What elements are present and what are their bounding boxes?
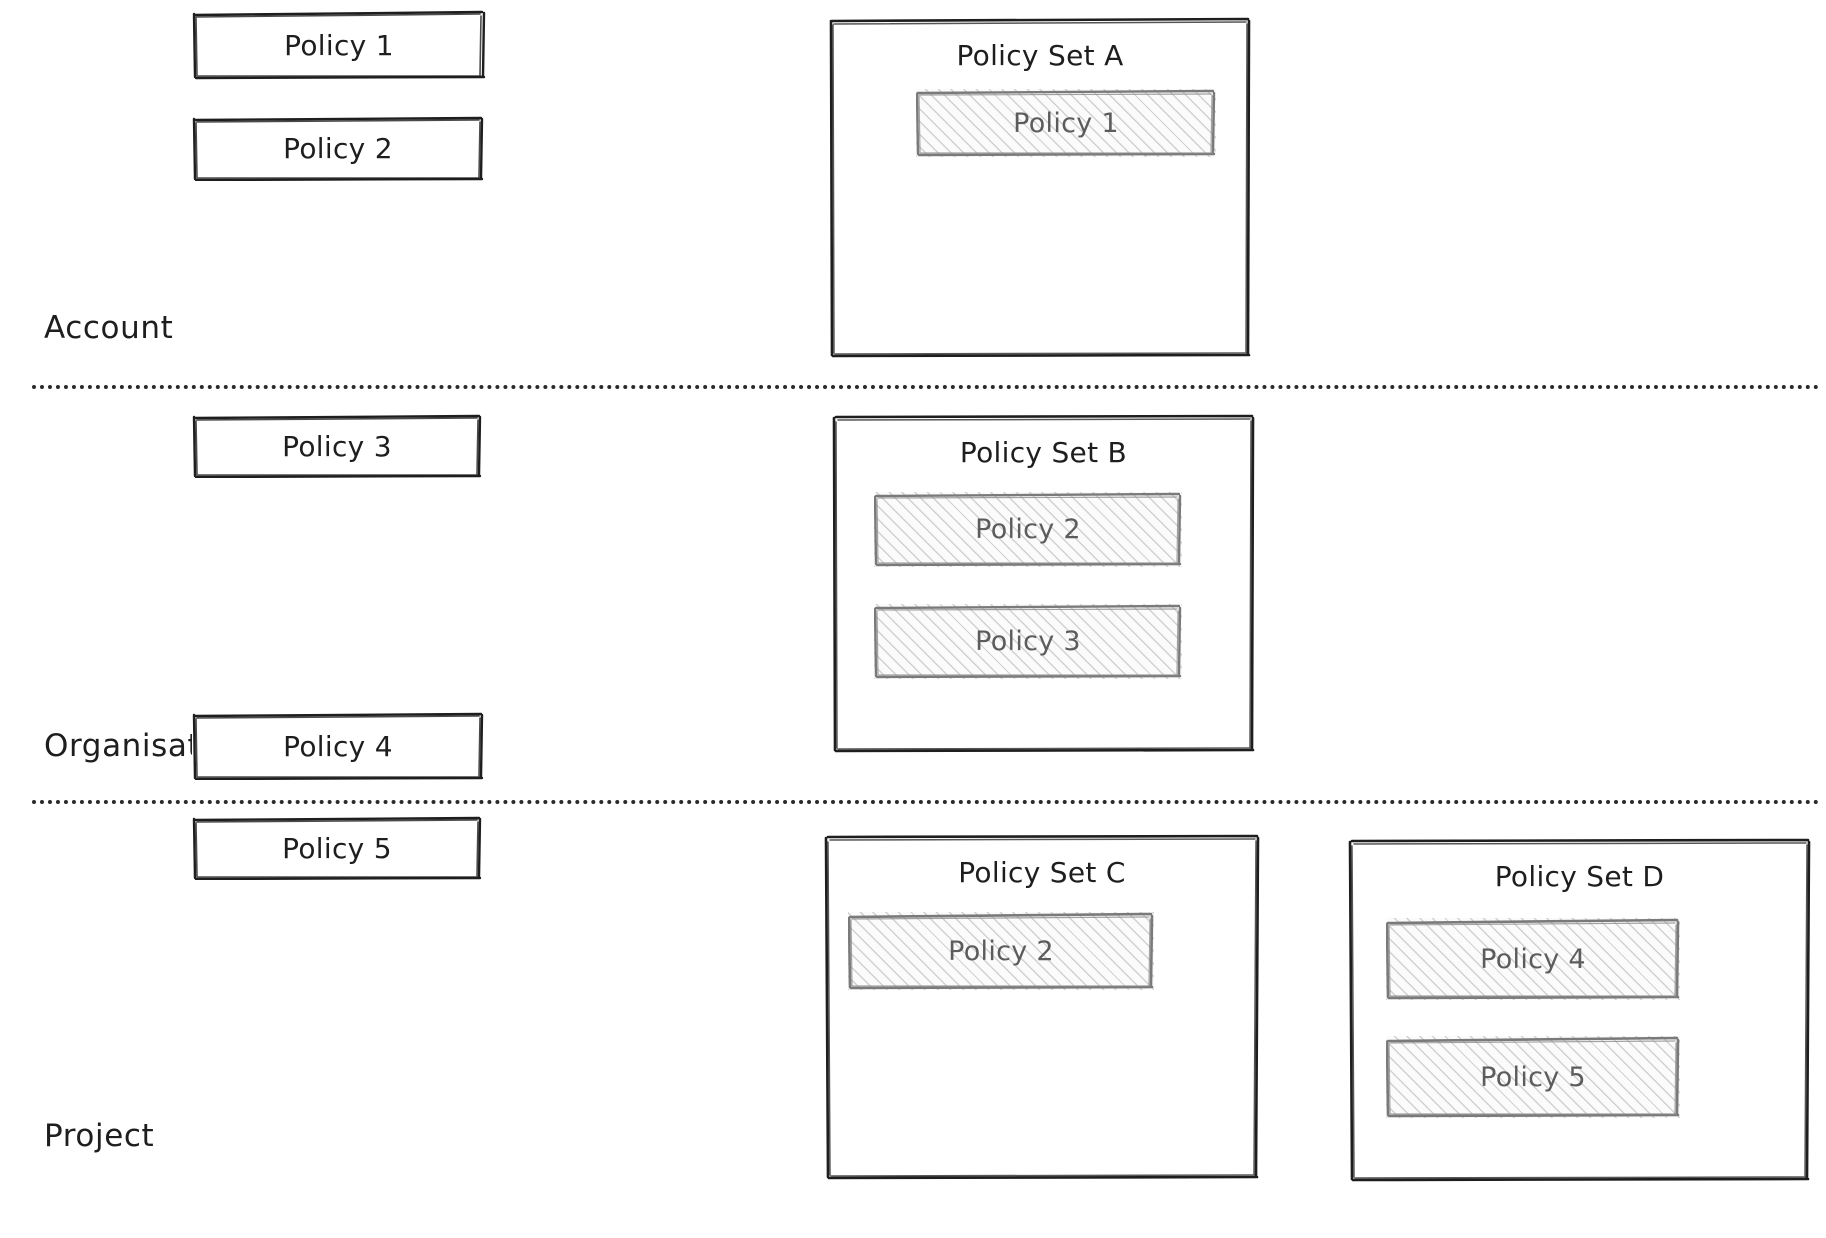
policy-set-d[interactable]: Policy Set D Policy 4 Policy 5 [1348, 838, 1811, 1182]
policy-box-policy-5[interactable]: Policy 5 [192, 816, 482, 880]
policy-chip-label: Policy 4 [1480, 943, 1586, 975]
policy-set-title: Policy Set C [958, 856, 1126, 889]
policy-box-label: Policy 3 [282, 429, 392, 463]
policy-set-title: Policy Set D [1494, 860, 1665, 893]
divider-organisation-project [32, 800, 1820, 804]
policy-box-label: Policy 2 [283, 132, 393, 165]
policy-box-policy-2[interactable]: Policy 2 [192, 116, 484, 181]
policy-set-a[interactable]: Policy Set A Policy 1 [829, 17, 1251, 358]
policy-set-c[interactable]: Policy Set C Policy 2 [824, 834, 1260, 1180]
policy-set-b[interactable]: Policy Set B Policy 2 Policy 3 [832, 414, 1255, 753]
policy-chip-policy-2[interactable]: Policy 2 [848, 912, 1154, 990]
policy-chip-label: Policy 2 [975, 514, 1081, 545]
policy-box-policy-4[interactable]: Policy 4 [192, 712, 484, 780]
band-label-project: Project [44, 1118, 155, 1154]
policy-chip-policy-4[interactable]: Policy 4 [1386, 918, 1680, 1000]
policy-box-label: Policy 5 [282, 831, 392, 865]
policy-box-label: Policy 4 [283, 729, 393, 763]
policy-chip-label: Policy 1 [1013, 107, 1119, 139]
policy-chip-label: Policy 5 [1480, 1061, 1586, 1093]
policy-chip-policy-1[interactable]: Policy 1 [916, 89, 1216, 157]
policy-set-title: Policy Set A [956, 39, 1124, 72]
policy-box-policy-3[interactable]: Policy 3 [192, 414, 482, 478]
policy-chip-policy-5[interactable]: Policy 5 [1386, 1036, 1680, 1118]
policy-chip-policy-3[interactable]: Policy 3 [874, 604, 1182, 679]
policy-box-label: Policy 1 [284, 28, 394, 62]
policy-set-title: Policy Set B [959, 436, 1128, 469]
divider-account-organisation [32, 385, 1820, 389]
policy-box-policy-1[interactable]: Policy 1 [192, 10, 486, 80]
policy-chip-policy-2[interactable]: Policy 2 [874, 492, 1182, 567]
band-label-account: Account [44, 310, 174, 346]
policy-chip-label: Policy 3 [975, 626, 1081, 657]
policy-chip-label: Policy 2 [948, 935, 1054, 967]
